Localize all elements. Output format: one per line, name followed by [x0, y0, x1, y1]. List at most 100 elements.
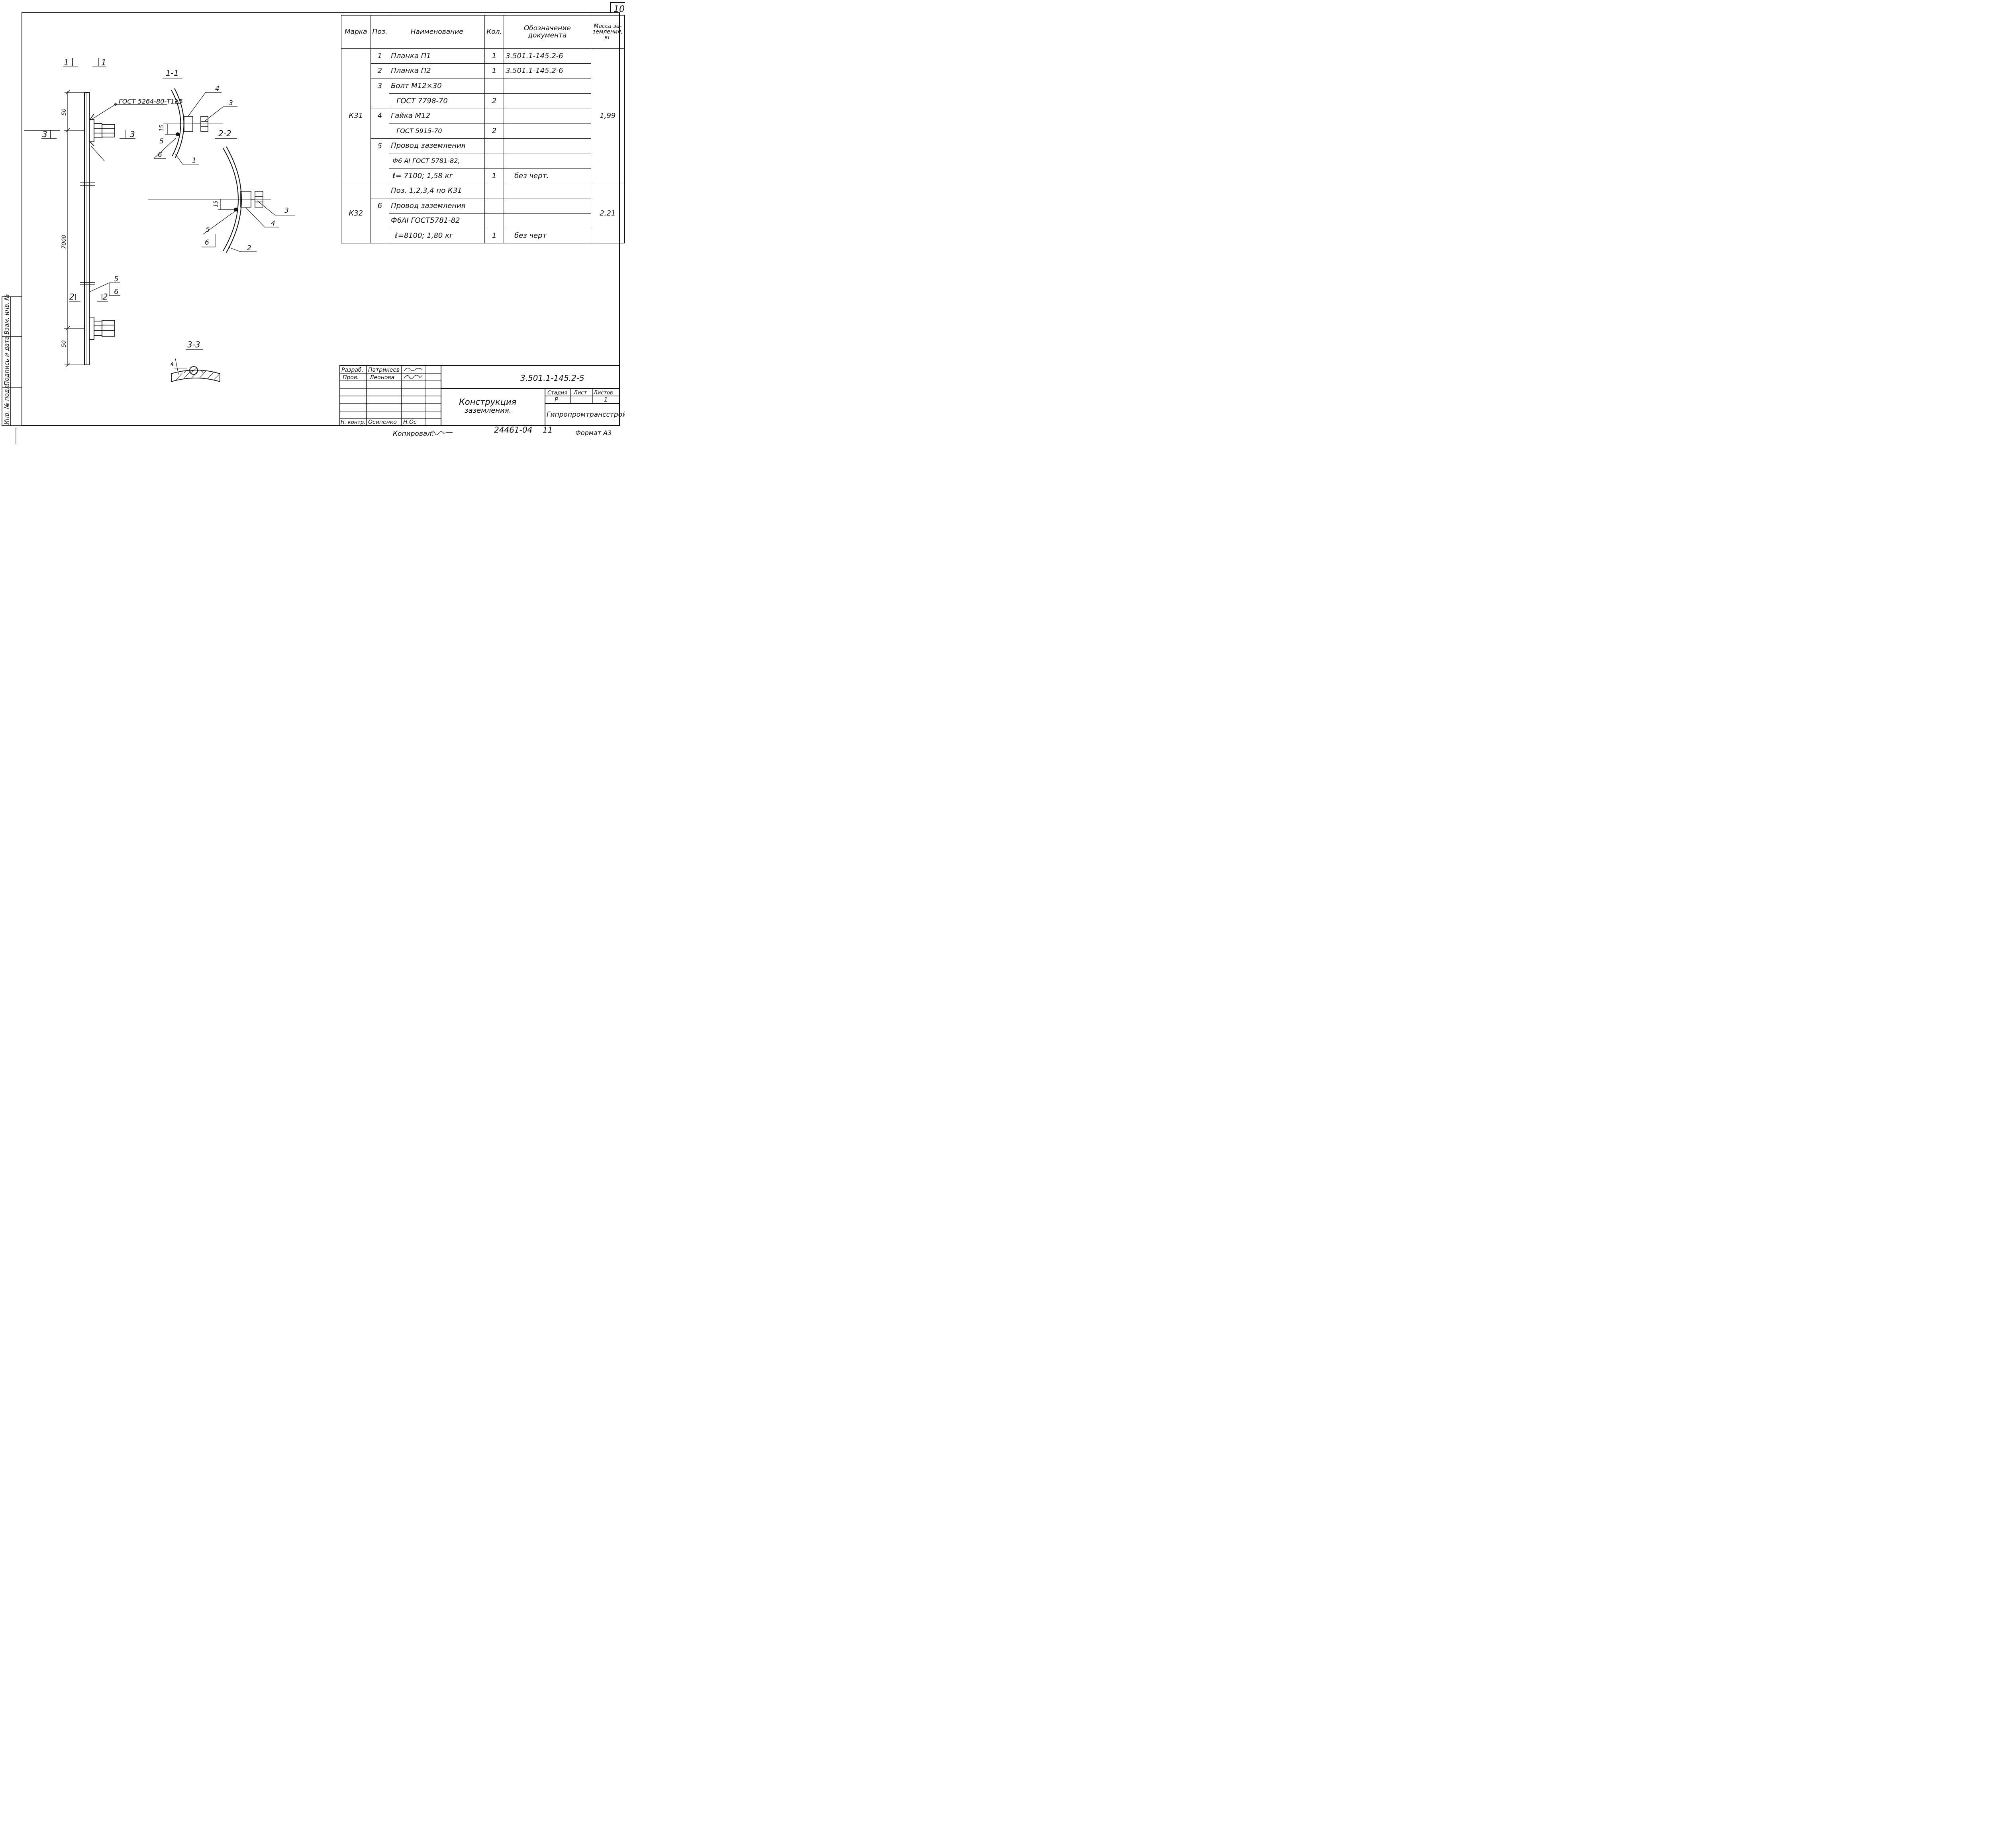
weld-note: ГОСТ 5264-80-Т1∆5 — [119, 98, 183, 105]
row-name: Ф6АI ГОСТ5781-82 — [389, 213, 485, 229]
callout-1-s1: 1 — [192, 157, 196, 165]
footer-format: Формат А3 — [575, 429, 612, 437]
row-name: ГОСТ 5915-70 — [389, 123, 485, 139]
cut-mark-1-left: 1 — [64, 58, 69, 67]
row-pos — [370, 153, 390, 169]
dim-7000: 7000 — [61, 235, 67, 249]
table-row: ГОСТ 7798-70 2 — [341, 93, 625, 109]
row-qty — [484, 198, 504, 214]
row-doc: без черт — [503, 228, 591, 243]
hdr-doc-2: документа — [528, 31, 567, 39]
row-qty — [484, 108, 504, 123]
row-name: Болт М12×30 — [389, 78, 485, 94]
row-pos: 3 — [370, 78, 390, 94]
row-pos — [370, 213, 390, 228]
signature-develop — [404, 368, 423, 372]
table-row: Ф6АI ГОСТ5781-82 — [341, 213, 625, 229]
top-bolt — [89, 114, 115, 146]
hdr-doc-1: Обозначение — [523, 24, 571, 32]
section-3-3-title: 3-3 — [187, 340, 200, 349]
dim-15-1: 15 — [159, 125, 165, 131]
hdr-name: Наименование — [389, 15, 485, 49]
elevation-view: 50 7000 50 ГОСТ 5264-80-Т1∆5 1 1 3 3 2 2 — [24, 58, 183, 367]
row-qty: 1 — [484, 63, 504, 79]
hdr-mark: Марка — [341, 15, 371, 49]
callout-3-s1: 3 — [229, 99, 233, 107]
tb-role-check: Пров. — [343, 374, 359, 381]
row-doc — [503, 93, 591, 109]
group-mass-k32: 2,21 — [590, 183, 625, 243]
tb-name-check: Леонова — [369, 374, 394, 381]
hdr-mass-1: Масса за- — [594, 23, 622, 29]
tb-sheet-label: Лист — [573, 390, 587, 396]
row-doc — [503, 198, 591, 214]
table-row: ГОСТ 5915-70 2 — [341, 123, 625, 139]
spec-header-row: Марка Поз. Наименование Кол. Обозначение… — [341, 15, 625, 49]
tb-org: Гипропромтрансстрой — [547, 411, 625, 419]
table-row: 2 Планка П2 1 3.501.1-145.2-6 — [341, 63, 625, 79]
row-pos — [370, 93, 390, 109]
callout-4-s2: 4 — [271, 219, 275, 227]
side-stamp-replace: Взам. инв. № — [3, 294, 10, 335]
callout-5-s2: 5 — [206, 226, 210, 234]
row-qty: 1 — [484, 168, 504, 184]
row-doc: 3.501.1-145.2-6 — [503, 48, 591, 64]
row-name: Провод заземления — [389, 198, 485, 214]
row-qty — [484, 183, 504, 198]
tb-sheets-label: Листов — [593, 390, 613, 396]
table-row: 5 Провод заземления — [341, 138, 625, 154]
section-1-1-title: 1-1 — [166, 68, 179, 78]
cut-mark-3-right: 3 — [130, 129, 135, 139]
cut-mark-3-left: 3 — [42, 129, 47, 139]
row-qty: 1 — [484, 228, 504, 243]
row-doc — [503, 123, 591, 139]
signature-check — [404, 375, 423, 379]
section-3-3: 3-3 4 — [171, 340, 220, 382]
callout-6-elev: 6 — [114, 288, 118, 296]
row-name: ГОСТ 7798-70 — [389, 93, 485, 109]
row-qty: 2 — [484, 123, 504, 139]
copier-signature — [430, 431, 453, 435]
row-qty — [484, 213, 504, 229]
callout-4-s1: 4 — [215, 85, 220, 93]
table-row: ℓ= 7100; 1,58 кг 1 без черт. — [341, 168, 625, 184]
row-pos: 4 — [370, 108, 390, 123]
footer-copied: Копировал: — [393, 430, 434, 438]
side-stamp-sign: Подпись и дата — [3, 336, 10, 386]
footer-archive-sheet: 11 — [543, 425, 553, 435]
tb-title-1: Конструкция — [459, 397, 516, 407]
tb-title-2: заземления. — [465, 406, 511, 415]
callout-6-s1: 6 — [158, 151, 162, 159]
hdr-qty: Кол. — [484, 15, 504, 49]
table-row: 4 Гайка М12 — [341, 108, 625, 123]
dim-15-2: 15 — [213, 200, 219, 207]
row-doc — [503, 78, 591, 94]
row-name: Ф6 АI ГОСТ 5781-82, — [389, 153, 485, 169]
table-row: Ф6 АI ГОСТ 5781-82, — [341, 153, 625, 169]
title-block-text: Разраб. Патрикеев Пров. Леонова Н. контр… — [341, 367, 625, 425]
table-row: К31 1 Планка П1 1 3.501.1-145.2-6 1,99 — [341, 48, 625, 184]
hdr-pos: Поз. — [370, 15, 390, 49]
section-2-2-title: 2-2 — [218, 129, 231, 138]
callout-5-elev: 5 — [114, 275, 118, 283]
table-row: ℓ=8100; 1,80 кг 1 без черт — [341, 228, 625, 243]
tb-role-norm: Н. контр. — [341, 419, 365, 425]
cut-mark-2-left: 2 — [69, 292, 75, 302]
table-row: 3 Болт М12×30 — [341, 78, 625, 94]
side-stamp: Инв. № подл. Подпись и дата Взам. инв. № — [2, 294, 22, 426]
row-name: Планка П1 — [389, 48, 485, 64]
hdr-mass-3: кг — [604, 34, 611, 41]
tb-stage-value: Р — [555, 396, 559, 403]
tb-doc-code: 3.501.1-145.2-5 — [520, 373, 584, 383]
row-qty: 2 — [484, 93, 504, 109]
hdr-mass-2: земления, — [592, 29, 623, 35]
row-name: Провод заземления — [389, 138, 485, 154]
section-2-2: 2-2 15 5 6 3 4 2 — [148, 129, 295, 253]
callout-3-s2: 3 — [284, 207, 289, 215]
sheet-number-box — [610, 2, 625, 13]
row-pos: 5 — [370, 138, 390, 153]
row-pos: 2 — [370, 63, 390, 79]
row-pos — [370, 228, 390, 243]
tb-sheets-value: 1 — [604, 396, 608, 403]
